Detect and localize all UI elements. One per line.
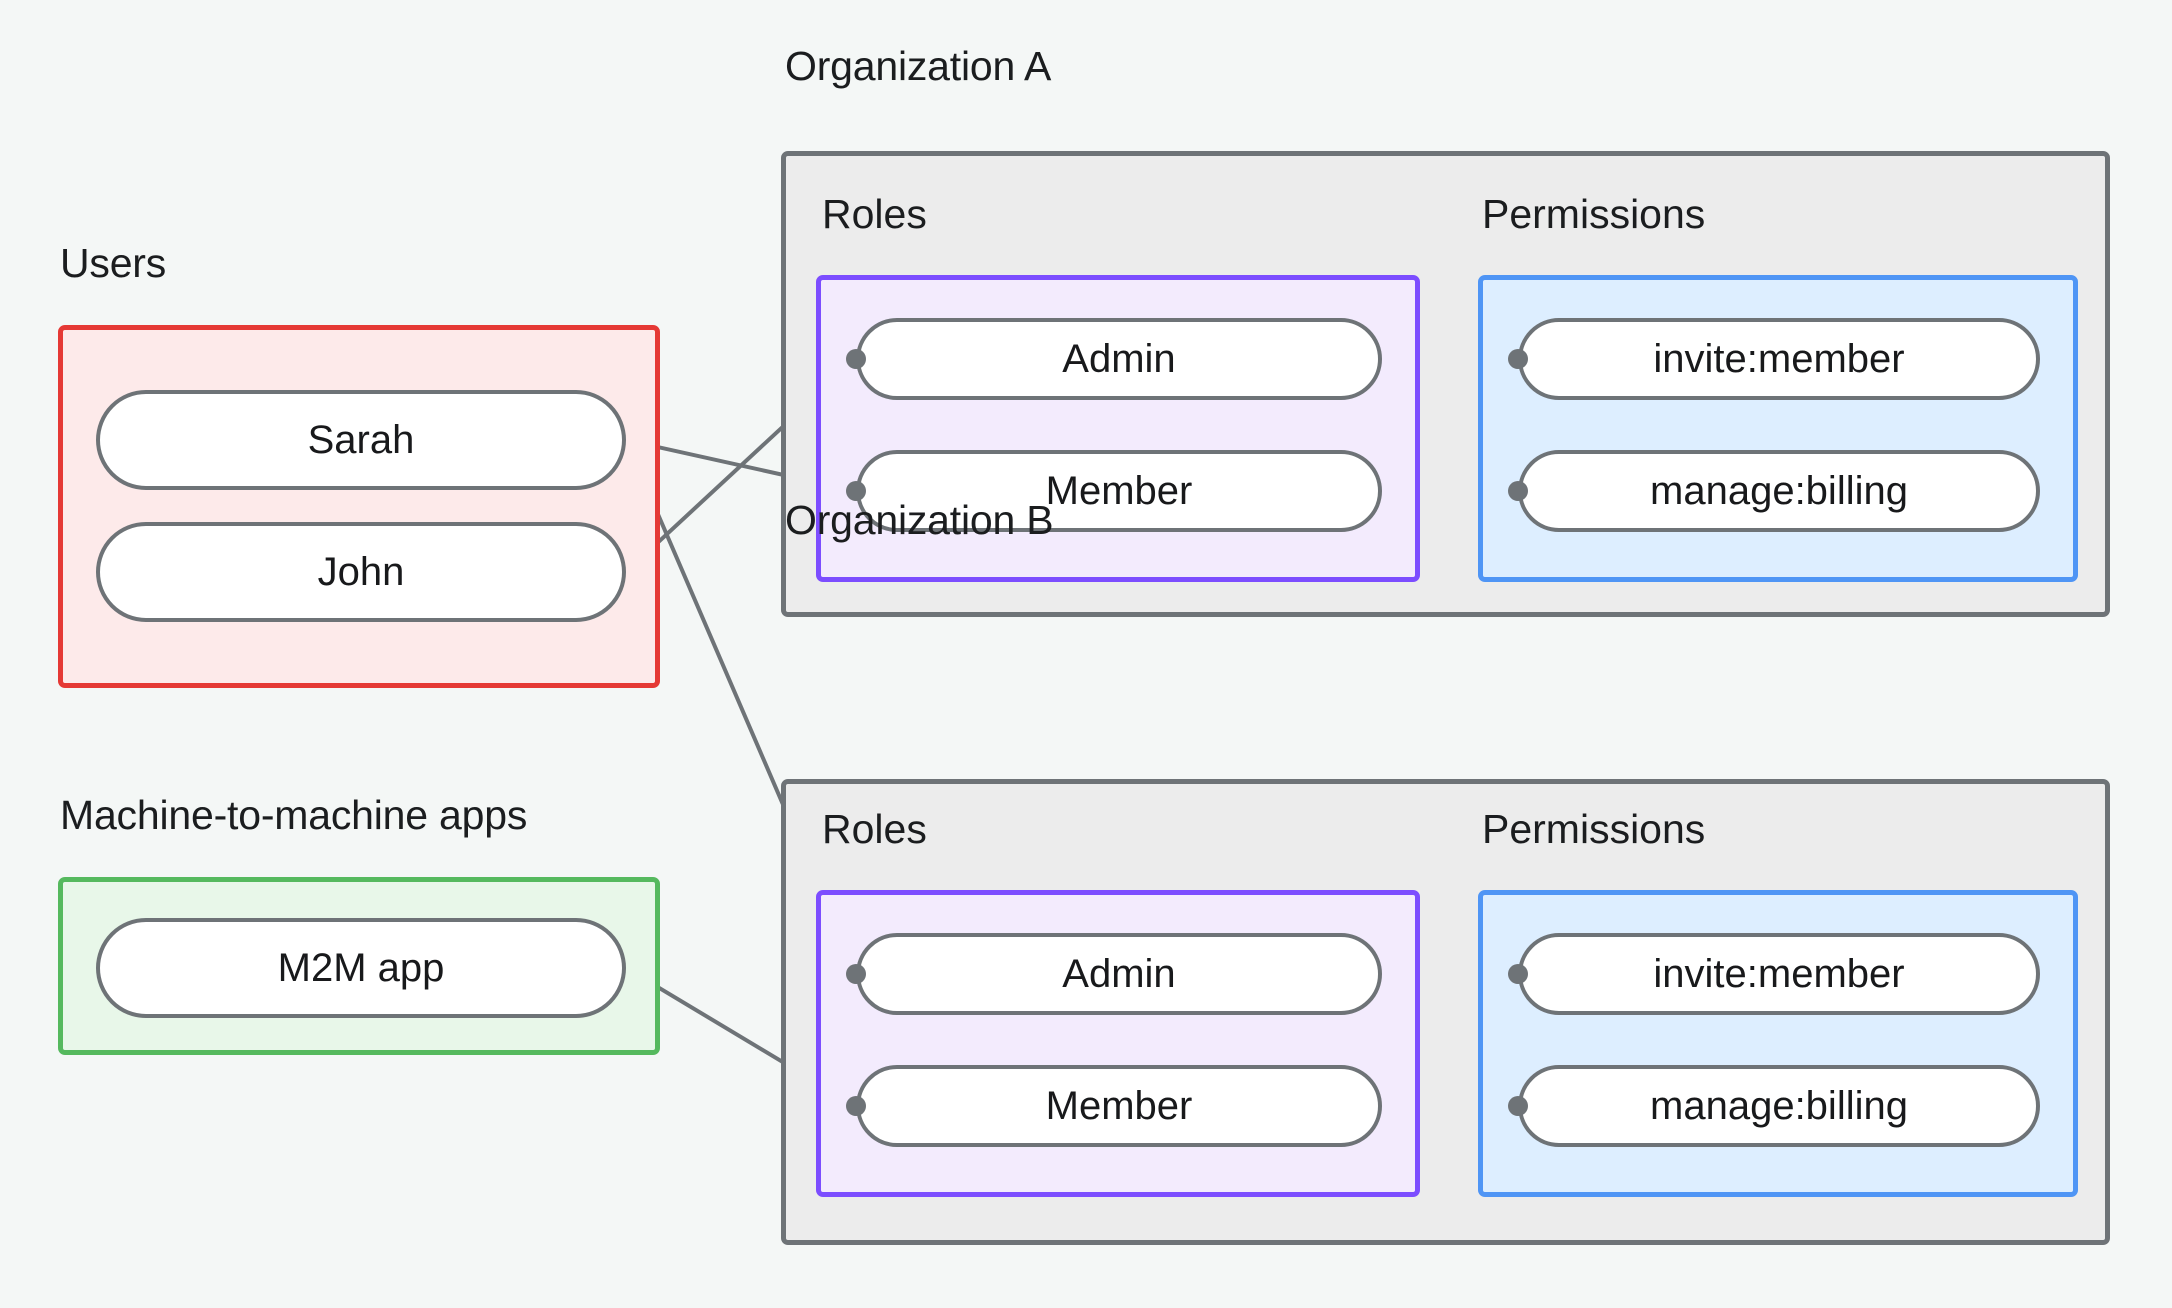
org-b-permission-invite-member[interactable]: invite:member: [1518, 933, 2040, 1015]
org-b-role-admin[interactable]: Admin: [856, 933, 1382, 1015]
endpoint-dot-admin-a-left: [846, 349, 866, 369]
endpoint-dot-manage-billing-a-left: [1508, 481, 1528, 501]
users-group-label: Users: [60, 240, 167, 286]
user-node-sarah[interactable]: Sarah: [96, 390, 626, 490]
org-b-label: Organization B: [785, 497, 1054, 543]
user-node-john[interactable]: John: [96, 522, 626, 622]
org-b-role-member[interactable]: Member: [856, 1065, 1382, 1147]
org-a-label: Organization A: [785, 43, 1052, 89]
org-a-permissions-label: Permissions: [1482, 191, 1706, 237]
org-a-permission-manage-billing[interactable]: manage:billing: [1518, 450, 2040, 532]
endpoint-dot-admin-b-left: [846, 964, 866, 984]
org-a-role-admin[interactable]: Admin: [856, 318, 1382, 400]
org-a-roles-label: Roles: [822, 191, 927, 237]
org-a-permission-invite-member[interactable]: invite:member: [1518, 318, 2040, 400]
endpoint-dot-manage-billing-b-left: [1508, 1096, 1528, 1116]
endpoint-dot-member-b-left: [846, 1096, 866, 1116]
endpoint-dot-member-a-left: [846, 481, 866, 501]
org-b-permission-manage-billing[interactable]: manage:billing: [1518, 1065, 2040, 1147]
endpoint-dot-invite-member-a-left: [1508, 349, 1528, 369]
org-b-permissions-label: Permissions: [1482, 806, 1706, 852]
endpoint-dot-invite-member-b-left: [1508, 964, 1528, 984]
m2m-group-label: Machine-to-machine apps: [60, 792, 528, 838]
org-a-role-member[interactable]: Member: [856, 450, 1382, 532]
m2m-node-app[interactable]: M2M app: [96, 918, 626, 1018]
users-container: [58, 325, 660, 688]
org-b-roles-label: Roles: [822, 806, 927, 852]
